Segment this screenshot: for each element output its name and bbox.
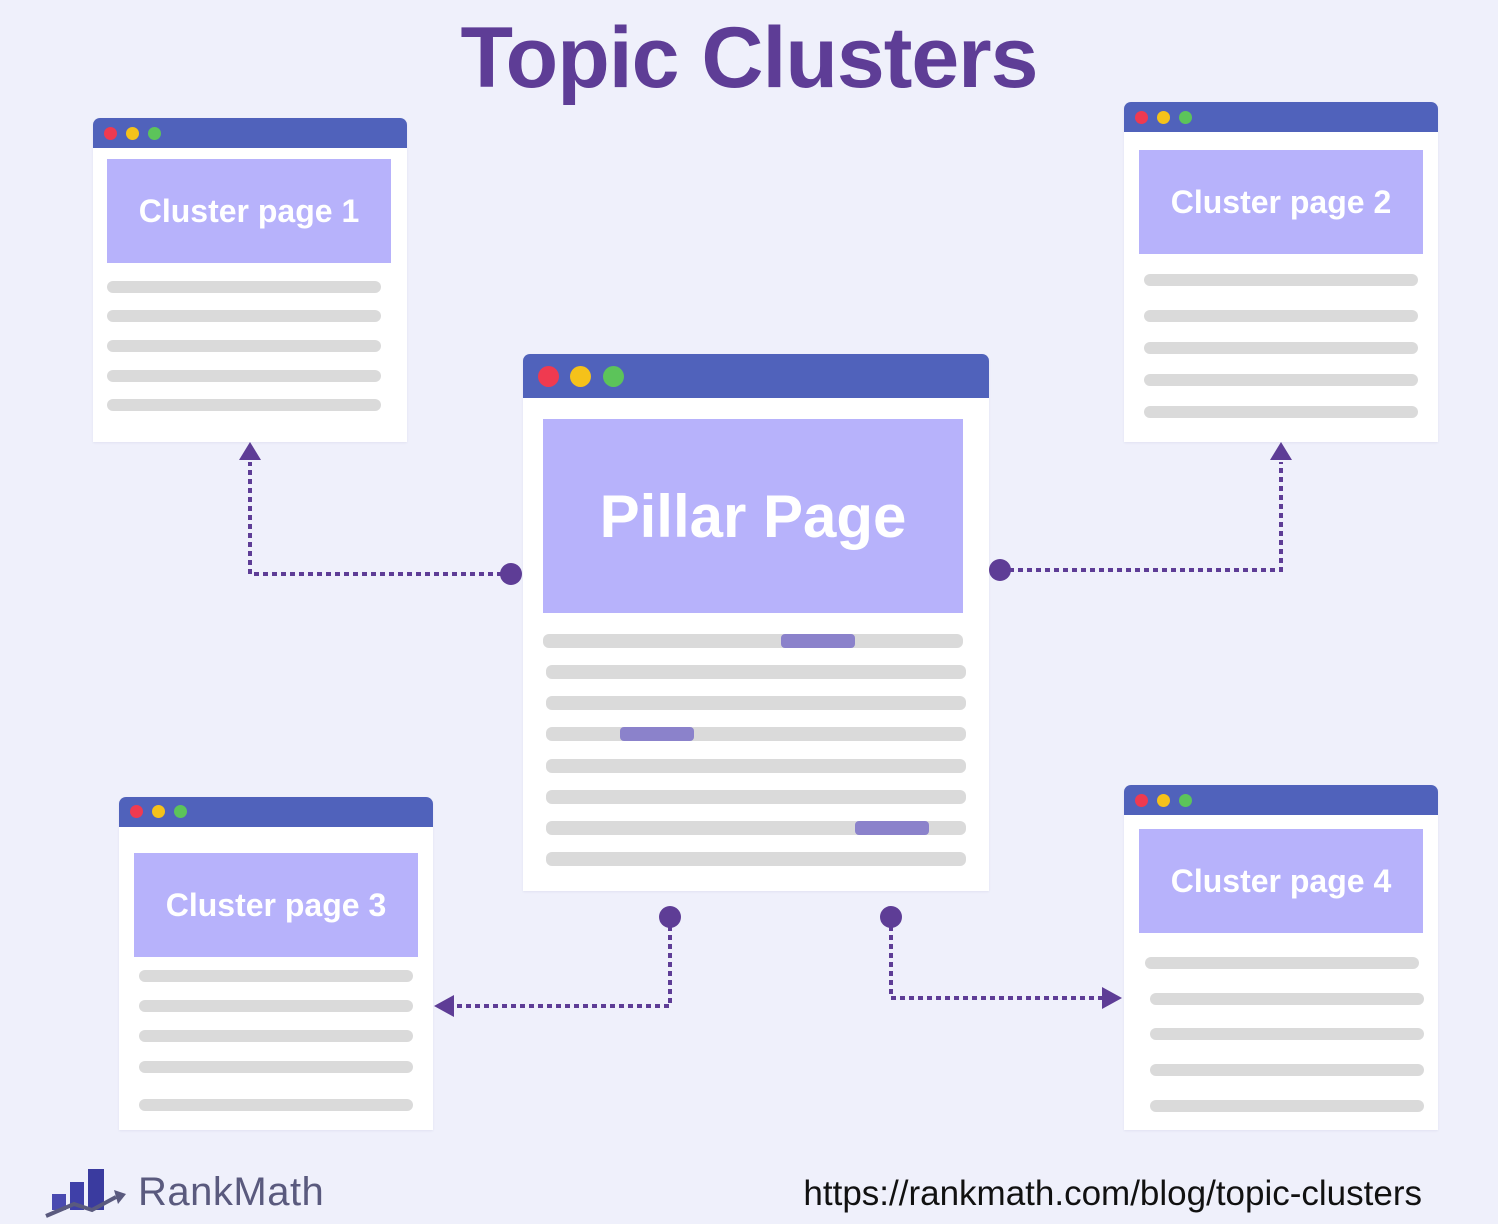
window-title-bar [1124, 102, 1438, 132]
rankmath-logo-icon [45, 1169, 126, 1218]
connector-dot [880, 906, 902, 928]
close-dot-icon [1135, 111, 1148, 124]
cluster-window-3: Cluster page 3 [119, 797, 433, 1130]
connector-dot [659, 906, 681, 928]
cluster-window-2: Cluster page 2 [1124, 102, 1438, 442]
text-line [1144, 406, 1418, 418]
maximize-dot-icon [1179, 794, 1192, 807]
text-line [1150, 993, 1424, 1005]
text-line [107, 281, 381, 293]
text-line [139, 1030, 413, 1042]
connector-dot [500, 563, 522, 585]
text-line [546, 759, 966, 773]
minimize-dot-icon [1157, 794, 1170, 807]
text-line [139, 1099, 413, 1111]
close-dot-icon [130, 805, 143, 818]
cluster-window-4: Cluster page 4 [1124, 785, 1438, 1130]
cluster-label: Cluster page 1 [138, 192, 360, 229]
text-line [1144, 342, 1418, 354]
maximize-dot-icon [603, 366, 624, 387]
text-line [546, 665, 966, 679]
pillar-hero: Pillar Page [543, 419, 963, 613]
window-title-bar [1124, 785, 1438, 815]
cluster-label: Cluster page 4 [1170, 862, 1392, 899]
text-line [1144, 374, 1418, 386]
text-line [546, 790, 966, 804]
maximize-dot-icon [1179, 111, 1192, 124]
connector-to-cluster-3 [454, 917, 672, 1008]
internal-link-highlight [620, 727, 694, 741]
minimize-dot-icon [126, 127, 139, 140]
cluster-hero: Cluster page 4 [1139, 829, 1423, 933]
text-line [107, 399, 381, 411]
brand: RankMath [44, 1162, 324, 1222]
text-line [107, 310, 381, 322]
text-line [107, 370, 381, 382]
text-line [1150, 1100, 1424, 1112]
maximize-dot-icon [148, 127, 161, 140]
arrow-head-left-icon [434, 995, 454, 1017]
cluster-label: Cluster page 2 [1170, 183, 1392, 220]
text-line [1144, 274, 1418, 286]
text-line [139, 1061, 413, 1073]
minimize-dot-icon [1157, 111, 1170, 124]
window-title-bar [523, 354, 989, 398]
maximize-dot-icon [174, 805, 187, 818]
diagram-title: Topic Clusters [460, 10, 1039, 106]
minimize-dot-icon [152, 805, 165, 818]
brand-name: RankMath [138, 1169, 325, 1214]
close-dot-icon [104, 127, 117, 140]
text-line [543, 634, 963, 648]
window-title-bar [119, 797, 433, 827]
pillar-label: Pillar Page [599, 482, 907, 550]
text-line [107, 340, 381, 352]
source-url: https://rankmath.com/blog/topic-clusters [803, 1174, 1422, 1213]
text-line [139, 970, 413, 982]
text-line [1150, 1064, 1424, 1076]
minimize-dot-icon [570, 366, 591, 387]
cluster-hero: Cluster page 3 [134, 853, 418, 957]
connector-dot [989, 559, 1011, 581]
text-line [1145, 957, 1419, 969]
arrow-head-up-icon [1270, 442, 1292, 460]
internal-link-highlight [781, 634, 855, 648]
cluster-label: Cluster page 3 [165, 886, 387, 923]
arrow-head-right-icon [1102, 987, 1122, 1009]
text-line [139, 1000, 413, 1012]
close-dot-icon [538, 366, 559, 387]
text-line [546, 696, 966, 710]
text-line [1144, 310, 1418, 322]
pillar-window: Pillar Page [523, 354, 989, 891]
cluster-hero: Cluster page 2 [1139, 150, 1423, 254]
cluster-window-1: Cluster page 1 [93, 118, 407, 442]
connector-to-cluster-1 [248, 462, 511, 576]
text-line [546, 727, 966, 741]
text-line [1150, 1028, 1424, 1040]
close-dot-icon [1135, 794, 1148, 807]
window-title-bar [93, 118, 407, 148]
text-line [546, 852, 966, 866]
cluster-hero: Cluster page 1 [107, 159, 391, 263]
arrow-head-up-icon [239, 442, 261, 460]
internal-link-highlight [855, 821, 929, 835]
connector-to-cluster-4 [889, 917, 1104, 1000]
connector-to-cluster-2 [1000, 462, 1283, 572]
